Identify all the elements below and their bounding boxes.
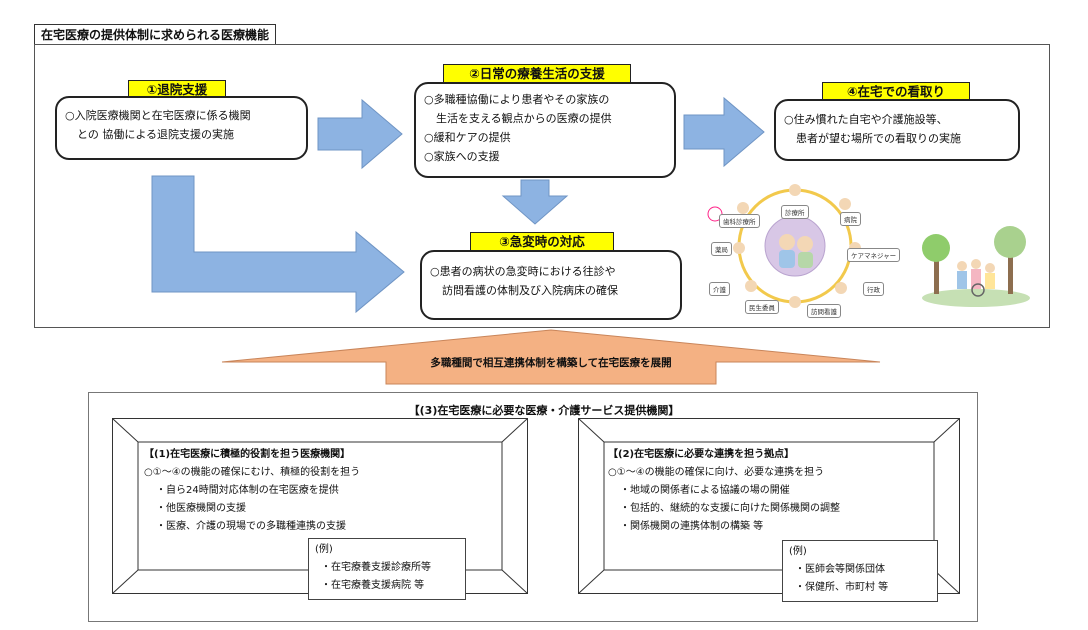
panel-2-example-note: (例) ・医師会等関係団体 ・保健所、市町村 等 [782, 540, 938, 602]
note-line: ・在宅療養支援病院 等 [321, 580, 425, 591]
text-line: ○多職種協働により患者やその家族の [424, 93, 610, 106]
text-line: ○家族への支援 [424, 150, 500, 163]
panel-line: ・他医療機関の支援 [156, 503, 246, 514]
network-label: 介護 [709, 282, 730, 296]
panel-line: ・包括的、継続的な支援に向けた関係機関の調整 [620, 503, 840, 514]
arrow-1-to-2 [317, 98, 403, 170]
home-care-illustration [922, 226, 1030, 307]
box-emergency-response: ○患者の病状の急変時における往診や 訪問看護の体制及び入院病床の確保 [420, 250, 682, 320]
network-label: 病院 [840, 212, 861, 226]
note-line: ・保健所、市町村 等 [795, 582, 889, 593]
arrow-1-to-3 [151, 175, 405, 314]
note-title: (例) [315, 544, 333, 555]
arrow-2-to-3 [501, 179, 569, 225]
text-line: ○住み慣れた自宅や介護施設等、 [784, 113, 948, 126]
text-line: 患者が望む場所での看取りの実施 [796, 132, 961, 145]
panel-line: ・医療、介護の現場での多職種連携の支援 [156, 521, 346, 532]
panel-2-content: 【(2)在宅医療に必要な連携を担う拠点】 ○①～④の機能の確保に向け、必要な連携… [608, 446, 938, 536]
network-label: 診療所 [781, 205, 809, 219]
network-label: 訪問看護 [807, 304, 841, 318]
label-emergency-response: ③急変時の対応 [470, 232, 614, 252]
care-network-illustration: 歯科診療所 病院 診療所 薬局 ケアマネジャー 介護 行政 民生委員 訪問看護 [695, 178, 910, 318]
box-daily-care-support: ○多職種協働により患者やその家族の 生活を支える観点からの医療の提供 ○緩和ケア… [414, 82, 676, 178]
lower-title: 【(3)在宅医療に必要な医療・介護サービス提供機関】 [408, 404, 680, 417]
panel-line: ・関係機関の連携体制の構築 等 [620, 521, 764, 532]
network-label: 民生委員 [745, 300, 779, 314]
arrow-2-to-4 [683, 96, 765, 168]
diagram-title: 在宅医療の提供体制に求められる医療機能 [34, 24, 277, 46]
collaboration-banner: 多職種間で相互連携体制を構築して在宅医療を展開 [430, 357, 672, 369]
text-line: ○入院医療機関と在宅医療に係る機関 [65, 109, 251, 122]
panel-1-heading: 【(1)在宅医療に積極的役割を担う医療機関】 [144, 449, 351, 460]
network-label: 薬局 [711, 242, 732, 256]
text-line: ○患者の病状の急変時における往診や [430, 265, 616, 278]
network-label: 行政 [863, 282, 884, 296]
note-title: (例) [789, 546, 807, 557]
panel-line: ○①～④の機能の確保にむけ、積極的役割を担う [144, 467, 361, 478]
text-line: 生活を支える観点からの医療の提供 [436, 112, 612, 125]
network-label: ケアマネジャー [847, 248, 901, 262]
note-line: ・在宅療養支援診療所等 [321, 562, 431, 573]
panel-line: ○①～④の機能の確保に向け、必要な連携を担う [608, 467, 825, 478]
panel-line: ・自ら24時間対応体制の在宅医療を提供 [156, 485, 339, 496]
network-label: 歯科診療所 [719, 214, 760, 228]
panel-2-heading: 【(2)在宅医療に必要な連携を担う拠点】 [608, 449, 795, 460]
panel-1-example-note: (例) ・在宅療養支援診療所等 ・在宅療養支援病院 等 [308, 538, 466, 600]
text-line: ○緩和ケアの提供 [424, 131, 511, 144]
note-line: ・医師会等関係団体 [795, 564, 885, 575]
box-discharge-support: ○入院医療機関と在宅医療に係る機関 との 協働による退院支援の実施 [55, 96, 308, 160]
arrow-up-orange [221, 329, 881, 385]
label-end-of-life-care: ④在宅での看取り [822, 82, 970, 102]
box-end-of-life-care: ○住み慣れた自宅や介護施設等、 患者が望む場所での看取りの実施 [774, 99, 1020, 161]
label-daily-care-support: ②日常の療養生活の支援 [443, 64, 631, 84]
panel-line: ・地域の関係者による協議の場の開催 [620, 485, 790, 496]
text-line: 訪問看護の体制及び入院病床の確保 [442, 284, 618, 297]
panel-1-content: 【(1)在宅医療に積極的役割を担う医療機関】 ○①～④の機能の確保にむけ、積極的… [144, 446, 494, 536]
text-line: との 協働による退院支援の実施 [77, 128, 235, 141]
